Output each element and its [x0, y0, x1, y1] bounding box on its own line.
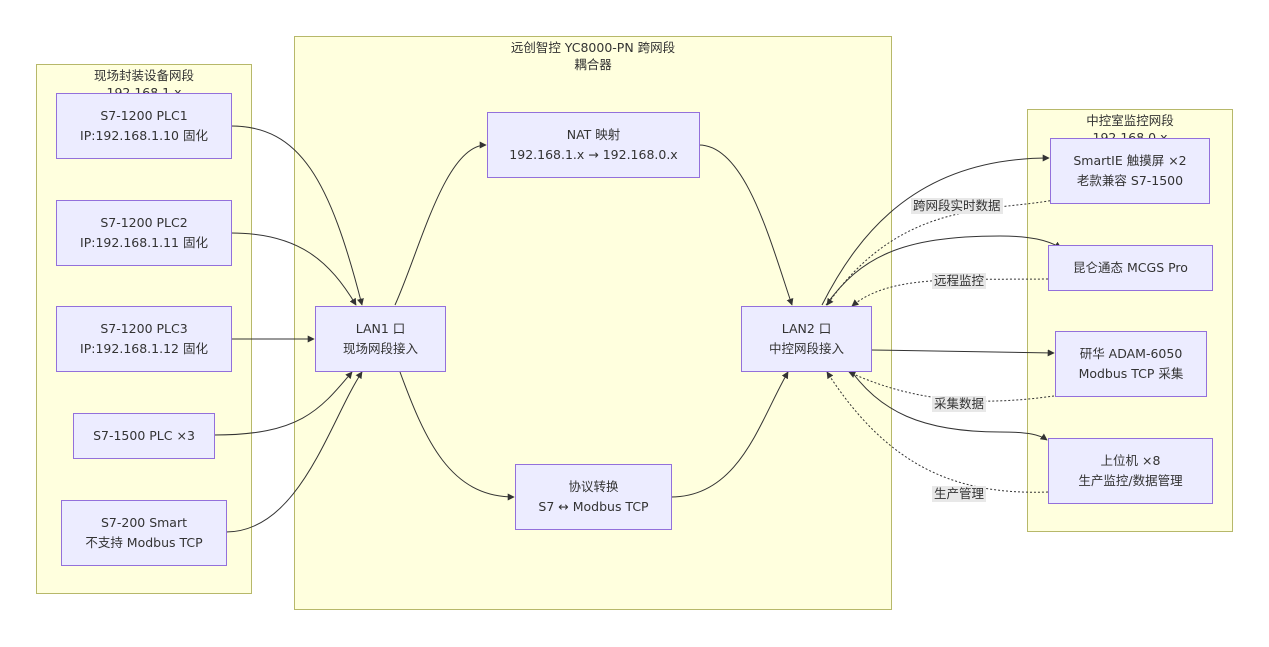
- edge-nat-lan2: [698, 144, 794, 306]
- edge-lan2-host: [851, 371, 1048, 441]
- node-smartie-hmi[interactable]: SmartIE 触摸屏 ×2 老款兼容 S7-1500: [1050, 138, 1210, 204]
- node-plc2[interactable]: S7-1200 PLC2 IP:192.168.1.11 固化: [56, 200, 232, 266]
- node-plc2-line2: IP:192.168.1.11 固化: [80, 235, 208, 250]
- node-s7-1500-line1: S7-1500 PLC ×3: [93, 428, 195, 443]
- node-plc1-line1: S7-1200 PLC1: [100, 108, 188, 123]
- node-plc3[interactable]: S7-1200 PLC3 IP:192.168.1.12 固化: [56, 306, 232, 372]
- edge-label-remote-monitoring: 远程监控: [932, 273, 987, 289]
- node-nat-mapping[interactable]: NAT 映射 192.168.1.x → 192.168.0.x: [487, 112, 700, 178]
- node-protocol-conversion-line1: 协议转换: [568, 479, 619, 494]
- edge-lan2-adam: [870, 349, 1055, 357]
- node-s7-200-smart[interactable]: S7-200 Smart 不支持 Modbus TCP: [61, 500, 227, 566]
- edge-proto-lan2: [670, 371, 789, 498]
- node-lan1-port-line2: 现场网段接入: [342, 341, 418, 356]
- edge-lan1-nat: [394, 141, 487, 306]
- node-lan2-port[interactable]: LAN2 口 中控网段接入: [741, 306, 872, 372]
- node-adam-6050[interactable]: 研华 ADAM-6050 Modbus TCP 采集: [1055, 331, 1207, 397]
- node-smartie-hmi-line2: 老款兼容 S7-1500: [1076, 173, 1184, 188]
- node-adam-6050-line1: 研华 ADAM-6050: [1079, 346, 1183, 361]
- node-lan2-port-line2: 中控网段接入: [768, 341, 844, 356]
- node-plc1[interactable]: S7-1200 PLC1 IP:192.168.1.10 固化: [56, 93, 232, 159]
- edge-s7200-lan1: [225, 371, 363, 533]
- node-smartie-hmi-line1: SmartIE 触摸屏 ×2: [1073, 153, 1187, 168]
- node-lan2-port-line1: LAN2 口: [781, 321, 832, 336]
- node-plc3-line2: IP:192.168.1.12 固化: [80, 341, 208, 356]
- node-plc3-line1: S7-1200 PLC3: [100, 321, 188, 336]
- node-lan1-port[interactable]: LAN1 口 现场网段接入: [315, 306, 446, 372]
- edge-host-lan2: [826, 371, 1049, 493]
- node-nat-mapping-line2: 192.168.1.x → 192.168.0.x: [509, 147, 678, 162]
- coupler-title: 远创智控 YC8000-PN 跨网段 耦合器: [510, 40, 676, 72]
- edge-s71500-lan1: [213, 371, 353, 436]
- edge-plc1-lan1: [230, 125, 364, 306]
- edge-label-data-collection: 采集数据: [932, 396, 987, 412]
- edge-lan1-proto: [399, 371, 515, 501]
- edge-mcgs-lan2: [851, 278, 1049, 307]
- node-protocol-conversion-line2: S7 ↔ Modbus TCP: [538, 499, 649, 514]
- node-s7-200-smart-line2: 不支持 Modbus TCP: [85, 535, 203, 550]
- edge-label-cross-network: 跨网段实时数据: [911, 198, 1003, 214]
- edge-plc2-lan1: [230, 232, 357, 306]
- node-host-computer-line2: 生产监控/数据管理: [1078, 473, 1183, 488]
- node-host-computer[interactable]: 上位机 ×8 生产监控/数据管理: [1048, 438, 1213, 504]
- edge-smartie-lan2: [826, 199, 1055, 306]
- node-s7-200-smart-line1: S7-200 Smart: [100, 515, 188, 530]
- edge-lan2-mcgs: [825, 235, 1062, 306]
- edge-label-production-management: 生产管理: [932, 486, 987, 502]
- node-mcgs-pro[interactable]: 昆仑通态 MCGS Pro: [1048, 245, 1213, 291]
- node-adam-6050-line2: Modbus TCP 采集: [1078, 366, 1184, 381]
- edge-lan2-smartie: [821, 154, 1050, 306]
- node-nat-mapping-line1: NAT 映射: [566, 127, 621, 142]
- node-s7-1500[interactable]: S7-1500 PLC ×3: [73, 413, 215, 459]
- node-mcgs-pro-line1: 昆仑通态 MCGS Pro: [1073, 260, 1188, 275]
- node-host-computer-line1: 上位机 ×8: [1100, 453, 1161, 468]
- node-protocol-conversion[interactable]: 协议转换 S7 ↔ Modbus TCP: [515, 464, 672, 530]
- node-plc1-line2: IP:192.168.1.10 固化: [80, 128, 208, 143]
- node-lan1-port-line1: LAN1 口: [355, 321, 406, 336]
- node-plc2-line1: S7-1200 PLC2: [100, 215, 188, 230]
